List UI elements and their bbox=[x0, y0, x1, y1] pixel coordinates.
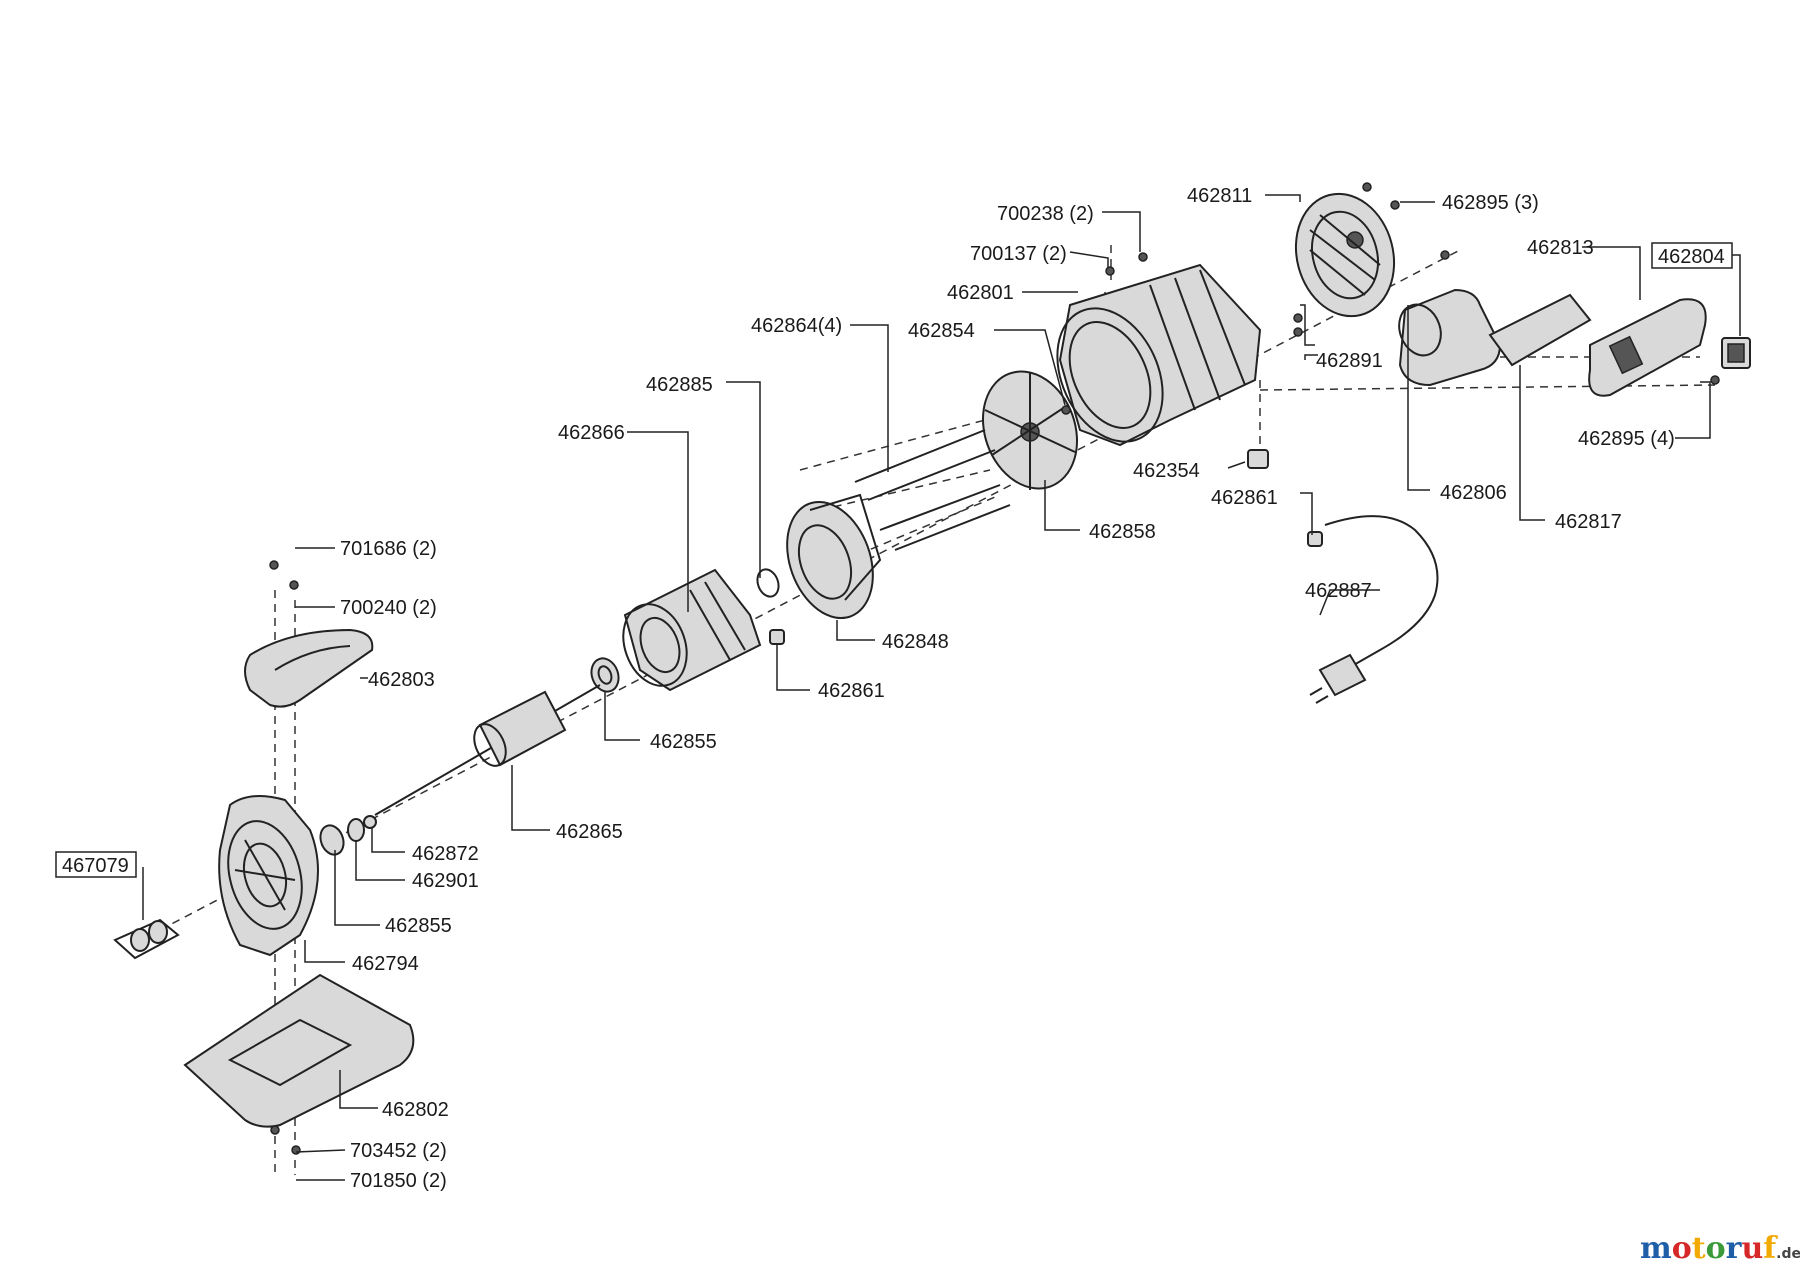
label-462866: 462866 bbox=[558, 422, 625, 444]
bearing-462855-upper bbox=[590, 657, 620, 693]
label-462794: 462794 bbox=[352, 953, 419, 975]
stator-462866 bbox=[622, 568, 762, 692]
handle-462803 bbox=[244, 628, 374, 708]
front-housing-462794 bbox=[218, 795, 319, 957]
label-462865: 462865 bbox=[556, 821, 623, 843]
seal-kit-467079 bbox=[113, 918, 180, 960]
label-462803: 462803 bbox=[368, 669, 435, 691]
label-462861-upper: 462861 bbox=[1211, 487, 1278, 509]
screws-and-fasteners bbox=[269, 182, 1720, 1155]
spacer-462872 bbox=[363, 815, 377, 829]
label-700238: 700238 (2) bbox=[997, 203, 1094, 225]
label-701686: 701686 (2) bbox=[340, 538, 437, 560]
svg-text:motoruf.de: motoruf.de bbox=[1640, 1231, 1800, 1266]
bearing-462855-lower bbox=[319, 824, 345, 856]
part-number-labels: 700238 (2) 700137 (2) 462811 462895 (3) … bbox=[55, 185, 1733, 1192]
brand-name: motoruf bbox=[1640, 1231, 1778, 1266]
o-ring-462885 bbox=[756, 568, 780, 598]
label-467079: 467079 bbox=[62, 855, 129, 877]
motor-housing-462801 bbox=[1056, 263, 1262, 447]
label-462354: 462354 bbox=[1133, 460, 1200, 482]
fan-462858 bbox=[981, 370, 1079, 490]
label-462806: 462806 bbox=[1440, 482, 1507, 504]
brand-watermark: motoruf.de bbox=[1640, 1231, 1800, 1266]
label-462811: 462811 bbox=[1187, 185, 1252, 207]
switch-housing-462813 bbox=[1588, 298, 1707, 397]
rotor-462865 bbox=[374, 684, 601, 816]
fan-cover-462811 bbox=[1294, 192, 1396, 318]
label-700240: 700240 (2) bbox=[340, 597, 437, 619]
label-462887: 462887 bbox=[1305, 580, 1372, 602]
label-462817: 462817 bbox=[1555, 511, 1622, 533]
label-462855-upper: 462855 bbox=[650, 731, 717, 753]
cover-plate-462817 bbox=[1488, 293, 1592, 367]
bushing-462861-lower bbox=[769, 629, 785, 645]
label-box-462804: 462804 bbox=[1651, 242, 1733, 269]
brand-suffix: .de bbox=[1776, 1246, 1800, 1262]
label-462858: 462858 bbox=[1089, 521, 1156, 543]
capacitor-462806 bbox=[1398, 288, 1502, 387]
label-462854: 462854 bbox=[908, 320, 975, 342]
label-462801: 462801 bbox=[947, 282, 1014, 304]
tie-rods-462864 bbox=[854, 429, 1011, 551]
label-462855-lower: 462855 bbox=[385, 915, 452, 937]
label-462802: 462802 bbox=[382, 1099, 449, 1121]
label-700137: 700137 (2) bbox=[970, 243, 1067, 265]
leader-lines bbox=[142, 194, 1741, 1181]
power-cord-462887 bbox=[1309, 515, 1439, 704]
label-462804: 462804 bbox=[1658, 246, 1725, 268]
label-462895-4: 462895 (4) bbox=[1578, 428, 1675, 450]
label-462861-lower: 462861 bbox=[818, 680, 885, 702]
label-462864: 462864(4) bbox=[751, 315, 842, 337]
label-462813: 462813 bbox=[1527, 237, 1594, 259]
label-462872: 462872 bbox=[412, 843, 479, 865]
label-462891: 462891 bbox=[1316, 350, 1383, 372]
label-703452: 703452 (2) bbox=[350, 1140, 447, 1162]
label-462895-3: 462895 (3) bbox=[1442, 192, 1539, 214]
label-701850: 701850 (2) bbox=[350, 1170, 447, 1192]
label-462848: 462848 bbox=[882, 631, 949, 653]
label-box-467079: 467079 bbox=[55, 851, 137, 878]
washer-462901 bbox=[347, 818, 365, 842]
switch-462804 bbox=[1721, 337, 1751, 369]
base-462802 bbox=[183, 973, 415, 1128]
label-462885: 462885 bbox=[646, 374, 713, 396]
label-462901: 462901 bbox=[412, 870, 479, 892]
end-shield-462848 bbox=[786, 493, 882, 620]
